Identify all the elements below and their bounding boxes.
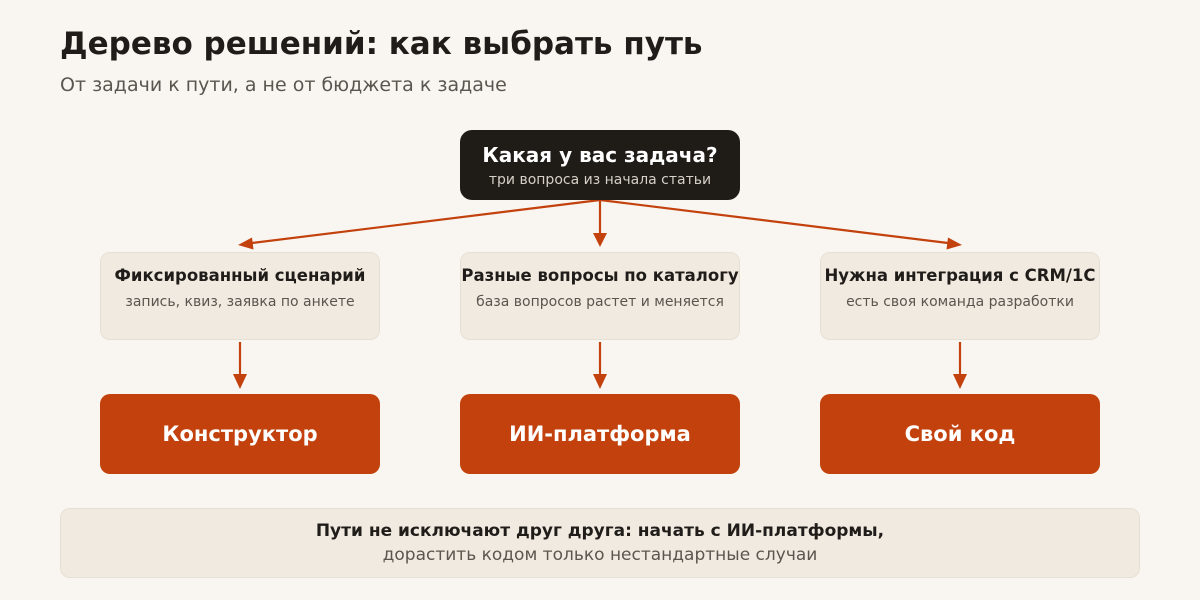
condition-node-fixed-scenario: Фиксированный сценарий запись, квиз, зая… xyxy=(100,252,380,340)
arrowhead-branch-2 xyxy=(593,233,607,247)
condition-detail: запись, квиз, заявка по анкете xyxy=(125,294,355,310)
condition-node-catalog-questions: Разные вопросы по каталогу база вопросов… xyxy=(460,252,740,340)
arrowhead-result-2 xyxy=(593,374,607,389)
summary-note-detail: дорастить кодом только нестандартные слу… xyxy=(382,545,818,565)
root-question-node: Какая у вас задача? три вопроса из начал… xyxy=(460,130,740,200)
page-title: Дерево решений: как выбрать путь xyxy=(60,26,703,62)
condition-title: Фиксированный сценарий xyxy=(114,266,366,285)
condition-detail: база вопросов растет и меняется xyxy=(476,294,724,310)
condition-node-crm-integration: Нужна интеграция с CRM/1C есть своя кома… xyxy=(820,252,1100,340)
root-question-title: Какая у вас задача? xyxy=(482,142,718,167)
arrowhead-result-3 xyxy=(953,374,967,389)
arrowhead-branch-1 xyxy=(238,237,254,250)
root-question-subtitle: три вопроса из начала статьи xyxy=(488,171,712,188)
arrowhead-result-1 xyxy=(233,374,247,389)
summary-note-headline: Пути не исключают друг друга: начать с И… xyxy=(315,521,885,541)
arrowhead-branch-3 xyxy=(946,237,962,250)
result-node-constructor: Конструктор xyxy=(100,394,380,474)
arrow-root-to-branch-3 xyxy=(599,198,949,245)
arrow-root-to-branch-1 xyxy=(251,198,601,245)
summary-note: Пути не исключают друг друга: начать с И… xyxy=(60,508,1140,578)
condition-title: Нужна интеграция с CRM/1C xyxy=(824,266,1096,285)
result-node-ai-platform: ИИ-платформа xyxy=(460,394,740,474)
condition-detail: есть своя команда разработки xyxy=(846,294,1074,310)
condition-title: Разные вопросы по каталогу xyxy=(461,266,739,285)
result-node-own-code: Свой код xyxy=(820,394,1100,474)
page-subtitle: От задачи к пути, а не от бюджета к зада… xyxy=(60,74,507,96)
